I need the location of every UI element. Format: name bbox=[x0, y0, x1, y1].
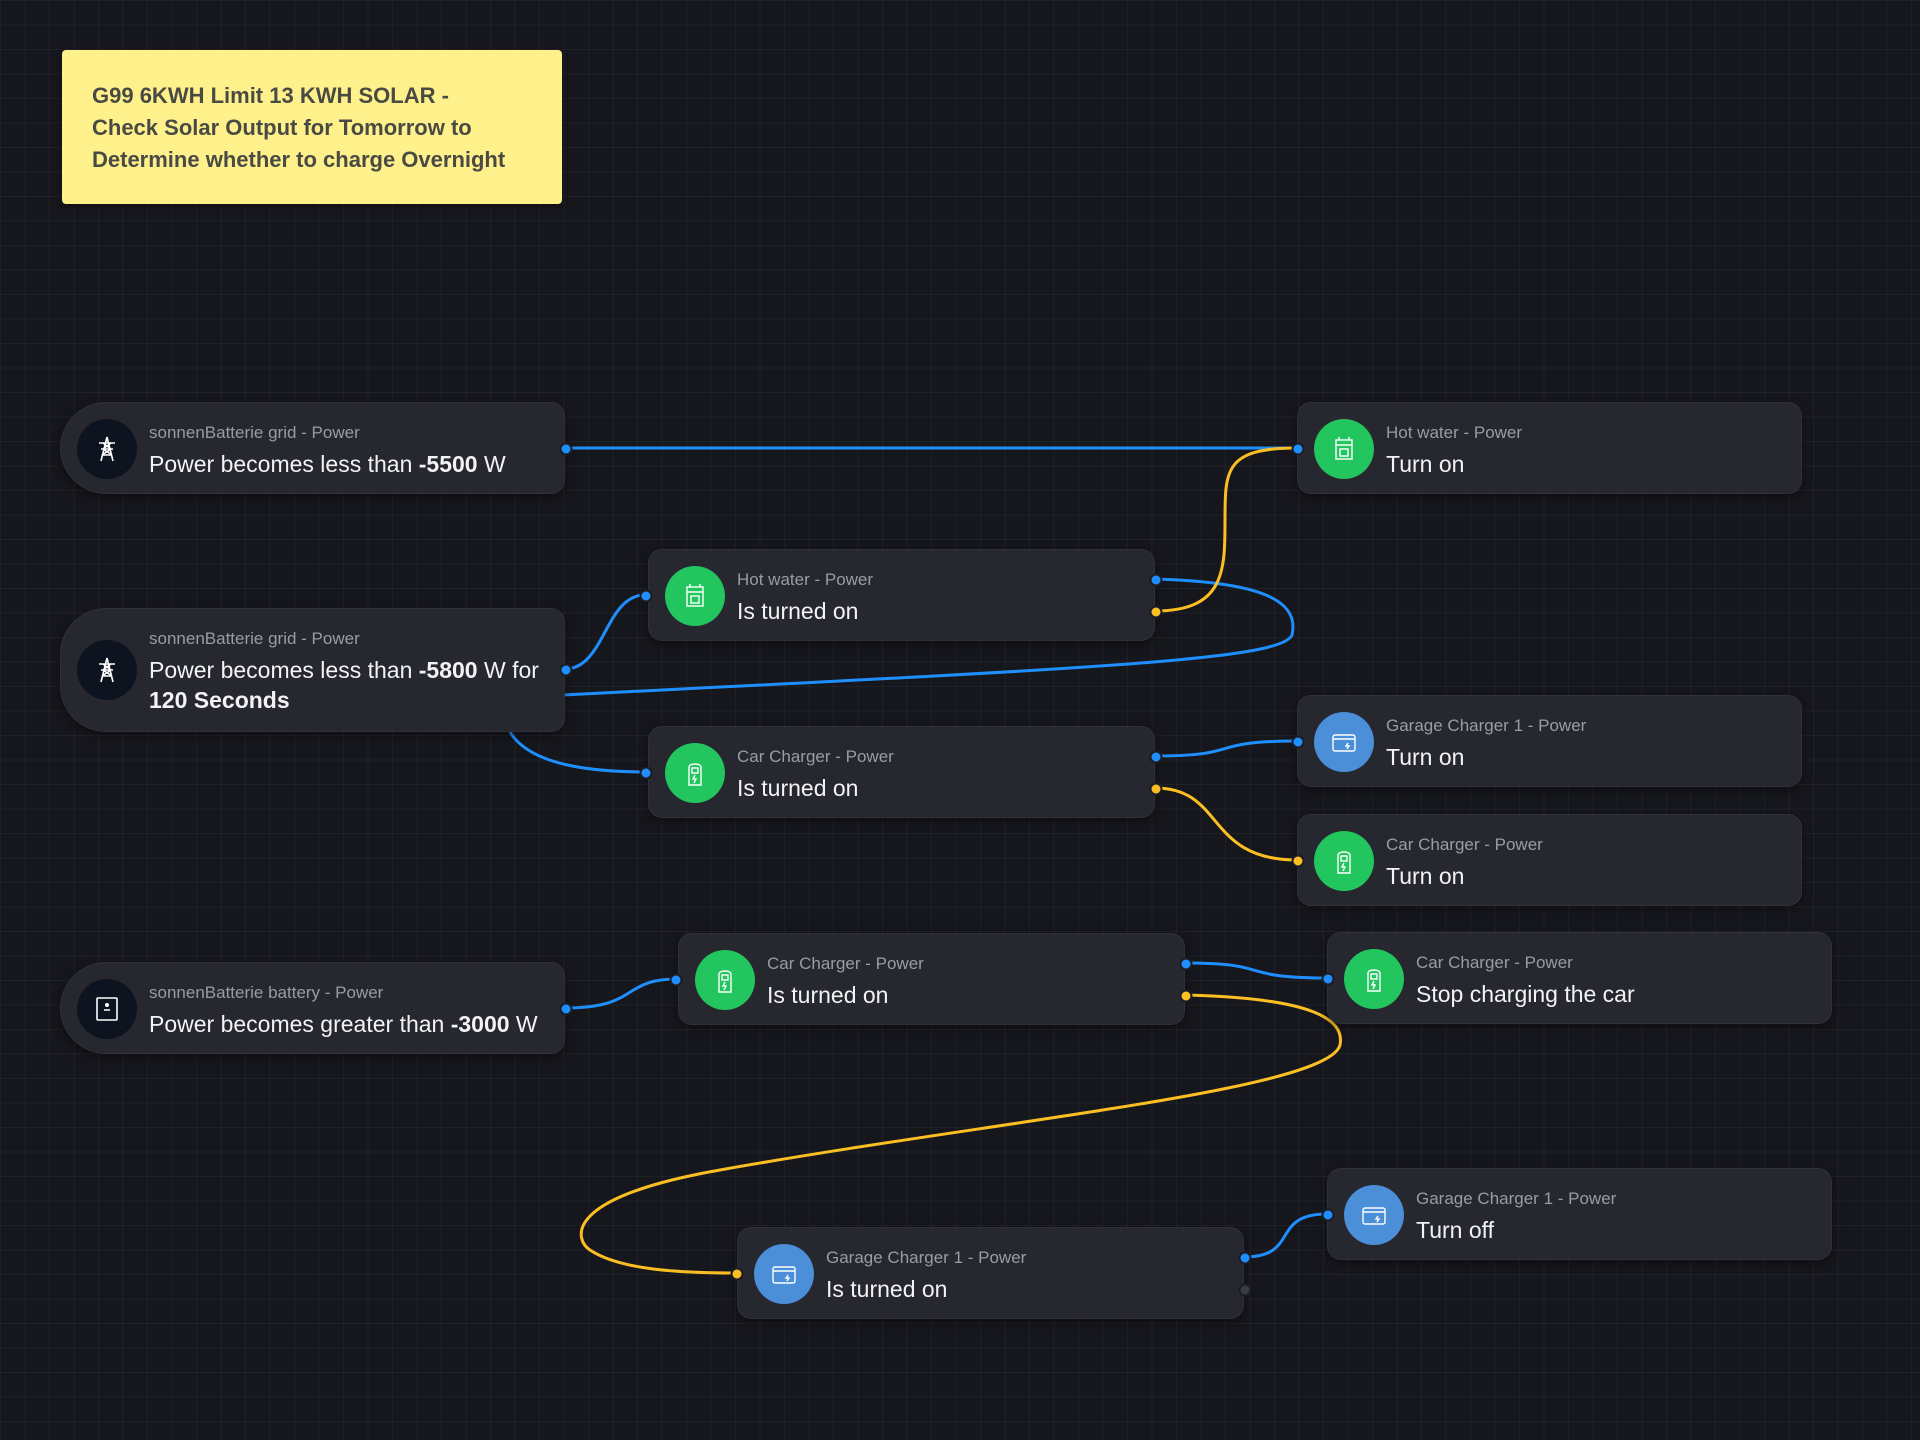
note-line-2: Check Solar Output for Tomorrow to bbox=[92, 115, 472, 140]
input-port[interactable] bbox=[1291, 854, 1305, 868]
ev-charger-icon bbox=[695, 950, 755, 1010]
card-title: Power becomes less than -5500 W bbox=[149, 451, 506, 477]
card-subtitle: Garage Charger 1 - Power bbox=[1416, 1189, 1617, 1208]
wire-hotwater-cond-false-to-action bbox=[1154, 446, 1298, 613]
wire-garage-true-to-off bbox=[1243, 1212, 1328, 1259]
card-title: Is turned on bbox=[826, 1276, 948, 1302]
output-port-true[interactable] bbox=[1179, 957, 1193, 971]
card-title: Turn on bbox=[1386, 451, 1465, 477]
card-subtitle: Car Charger - Power bbox=[767, 954, 924, 973]
card-title: Is turned on bbox=[737, 598, 859, 624]
card-subtitle: sonnenBatterie grid - Power bbox=[149, 629, 360, 648]
card-title: Stop charging the car bbox=[1416, 981, 1635, 1007]
output-port-false[interactable] bbox=[1149, 605, 1163, 619]
input-port[interactable] bbox=[1321, 972, 1335, 986]
garage-charger-icon bbox=[1344, 1185, 1404, 1245]
input-port[interactable] bbox=[730, 1267, 744, 1281]
card-title: Turn off bbox=[1416, 1217, 1494, 1243]
flow-sticky-note[interactable]: G99 6KWH Limit 13 KWH SOLAR - Check Sola… bbox=[62, 50, 562, 204]
note-line-3: Determine whether to charge Overnight bbox=[92, 147, 506, 172]
action-card-garage-turn-on[interactable]: Garage Charger 1 - Power Turn on bbox=[1291, 695, 1802, 787]
note-line-1: G99 6KWH Limit 13 KWH SOLAR - bbox=[92, 83, 449, 108]
input-port[interactable] bbox=[669, 973, 683, 987]
input-port[interactable] bbox=[639, 766, 653, 780]
garage-charger-icon bbox=[754, 1244, 814, 1304]
card-title: Is turned on bbox=[737, 775, 859, 801]
condition-card-carcharger-on-2[interactable]: Car Charger - Power Is turned on bbox=[669, 933, 1193, 1025]
card-subtitle: Hot water - Power bbox=[1386, 423, 1523, 442]
ev-charger-icon bbox=[665, 743, 725, 803]
output-port-true[interactable] bbox=[559, 442, 573, 456]
water-heater-icon bbox=[665, 566, 725, 626]
wire-carcharger1-true-to-garage-on bbox=[1154, 739, 1298, 758]
ev-charger-icon bbox=[1344, 949, 1404, 1009]
garage-charger-icon bbox=[1314, 712, 1374, 772]
condition-card-garage-on[interactable]: Garage Charger 1 - Power Is turned on bbox=[730, 1227, 1252, 1319]
action-card-carcharger-turn-on[interactable]: Car Charger - Power Turn on bbox=[1291, 814, 1802, 906]
power-pylon-icon bbox=[77, 640, 137, 700]
trigger-card-battery-power[interactable]: sonnenBatterie battery - Power Power bec… bbox=[60, 962, 573, 1054]
wire-carcharger2-true-to-stop bbox=[1184, 961, 1328, 980]
condition-card-carcharger-on[interactable]: Car Charger - Power Is turned on bbox=[639, 726, 1163, 818]
card-subtitle: Car Charger - Power bbox=[1386, 835, 1543, 854]
trigger-card-grid-power-5800[interactable]: sonnenBatterie grid - Power Power become… bbox=[60, 608, 573, 732]
card-title: Power becomes less than -5800 W for 120 … bbox=[149, 657, 539, 713]
output-port-false[interactable] bbox=[1149, 782, 1163, 796]
wire-carcharger1-false-to-car-on bbox=[1154, 786, 1298, 862]
output-port-true[interactable] bbox=[559, 663, 573, 677]
output-port-false[interactable] bbox=[1179, 989, 1193, 1003]
card-title: Power becomes greater than -3000 W bbox=[149, 1011, 538, 1037]
input-port[interactable] bbox=[639, 589, 653, 603]
input-port[interactable] bbox=[1321, 1208, 1335, 1222]
output-port-true[interactable] bbox=[1149, 573, 1163, 587]
wire-grid2-to-hotwater-cond bbox=[564, 593, 646, 671]
card-title: Is turned on bbox=[767, 982, 889, 1008]
wire-battery-to-carcharger2 bbox=[564, 977, 679, 1010]
power-pylon-icon bbox=[77, 419, 137, 479]
trigger-card-grid-power-5500[interactable]: sonnenBatterie grid - Power Power become… bbox=[60, 402, 573, 494]
card-subtitle: Car Charger - Power bbox=[1416, 953, 1573, 972]
card-title: Turn on bbox=[1386, 744, 1465, 770]
output-port-true[interactable] bbox=[559, 1002, 573, 1016]
card-subtitle: sonnenBatterie grid - Power bbox=[149, 423, 360, 442]
input-port[interactable] bbox=[1291, 735, 1305, 749]
card-subtitle: Hot water - Power bbox=[737, 570, 874, 589]
input-port[interactable] bbox=[1291, 442, 1305, 456]
output-port-false[interactable] bbox=[1238, 1283, 1252, 1297]
card-subtitle: Garage Charger 1 - Power bbox=[1386, 716, 1587, 735]
condition-card-hotwater-on[interactable]: Hot water - Power Is turned on bbox=[639, 549, 1163, 641]
card-title: Turn on bbox=[1386, 863, 1465, 889]
card-subtitle: sonnenBatterie battery - Power bbox=[149, 983, 384, 1002]
action-card-garage-turn-off[interactable]: Garage Charger 1 - Power Turn off bbox=[1321, 1168, 1832, 1260]
card-subtitle: Garage Charger 1 - Power bbox=[826, 1248, 1027, 1267]
water-heater-icon bbox=[1314, 419, 1374, 479]
battery-box-icon bbox=[77, 979, 137, 1039]
output-port-true[interactable] bbox=[1149, 750, 1163, 764]
card-subtitle: Car Charger - Power bbox=[737, 747, 894, 766]
action-card-stop-charging[interactable]: Car Charger - Power Stop charging the ca… bbox=[1321, 932, 1832, 1024]
ev-charger-icon bbox=[1314, 831, 1374, 891]
wire-grid2-to-carcharger-cond bbox=[508, 731, 649, 774]
output-port-true[interactable] bbox=[1238, 1251, 1252, 1265]
action-card-hotwater-turn-on[interactable]: Hot water - Power Turn on bbox=[1291, 402, 1802, 494]
